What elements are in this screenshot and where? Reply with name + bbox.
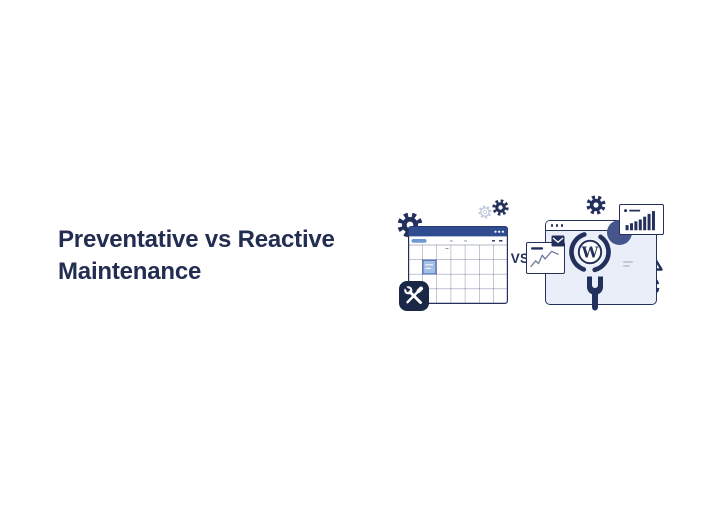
window-dot (555, 224, 559, 227)
window-dot (560, 224, 564, 227)
line-chart-card (526, 242, 565, 274)
gear-icon (492, 199, 509, 216)
wordpress-logo: W (569, 231, 611, 273)
bar-chart-card (619, 204, 664, 235)
maintenance-illustration: VS W (395, 188, 675, 328)
wordpress-initial: W (581, 243, 600, 261)
calendar-titlebar (408, 226, 508, 237)
vs-label: VS (510, 251, 530, 266)
calendar-highlighted-day (422, 259, 437, 275)
wrench-screwdriver-badge-icon (399, 281, 429, 311)
calendar-window (408, 226, 508, 304)
wrench-icon (587, 276, 603, 311)
browser-titlebar (546, 221, 656, 231)
window-dot (551, 224, 554, 227)
calendar-toolbar-pill (411, 239, 427, 243)
placeholder-text-line (623, 265, 630, 267)
placeholder-text-line (623, 261, 633, 263)
page-title: Preventative vs Reactive Maintenance (58, 226, 335, 285)
envelope-icon (551, 235, 565, 247)
crossed-tools-icon (403, 285, 423, 304)
gear-icon (586, 195, 606, 215)
gear-outline-icon (478, 205, 492, 219)
